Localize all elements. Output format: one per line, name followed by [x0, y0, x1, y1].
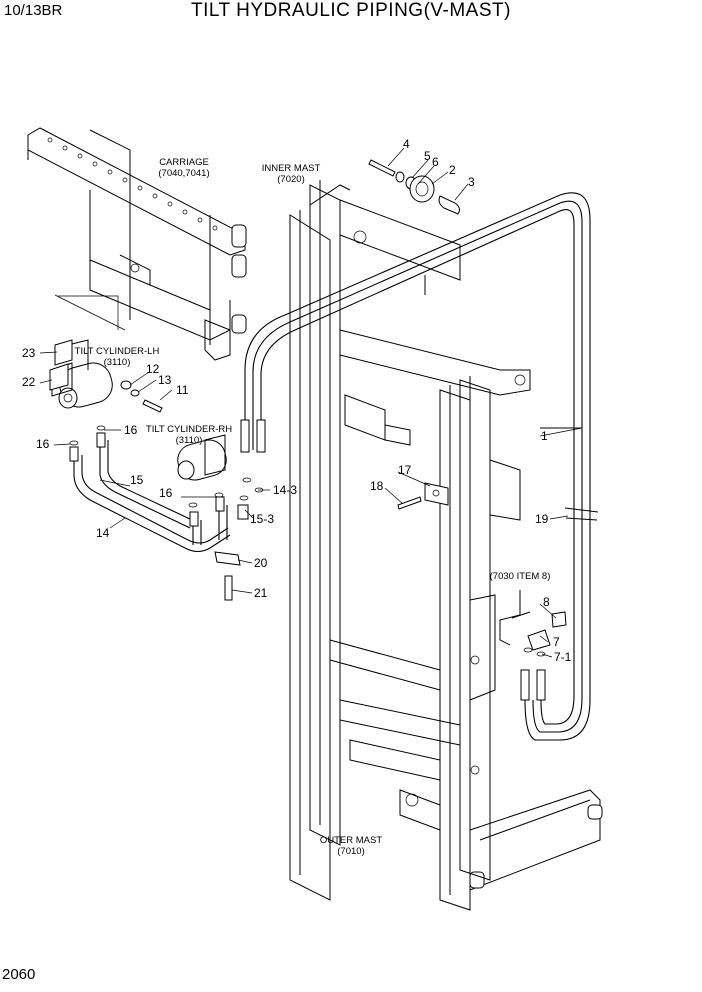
tilt-cylinder-rh [177, 434, 227, 481]
callout-14: 14 [96, 526, 110, 540]
callout-15-3: 15-3 [250, 512, 274, 526]
callout-16b: 16 [124, 423, 138, 437]
callout-16a: 16 [36, 437, 50, 451]
callout-11: 11 [176, 383, 189, 397]
callout-5: 5 [424, 149, 431, 163]
outer-mast-caption: OUTER MAST [320, 835, 382, 846]
hose-assembly-1 [240, 192, 599, 741]
carriage-drawing [27, 127, 247, 361]
callout-15: 15 [130, 473, 144, 487]
tilt-cylinder-lh [51, 339, 113, 409]
callout-6: 6 [432, 155, 439, 169]
small-parts [49, 159, 567, 657]
carriage-caption: CARRIAGE [159, 157, 209, 168]
tilt-lh-ref: (3110) [104, 357, 131, 368]
tilt-rh-ref: (3110) [176, 435, 203, 446]
callout-4: 4 [403, 137, 410, 151]
callout-23: 23 [22, 346, 36, 360]
inner-mast-caption: INNER MAST [262, 163, 321, 174]
leader-lines [39, 147, 583, 658]
callout-20: 20 [254, 556, 268, 570]
callout-21: 21 [254, 586, 268, 600]
part-callouts: 4 5 6 2 3 1 19 17 18 8 7 7-1 20 21 14-3 … [22, 137, 572, 664]
outer-mast-drawing [289, 184, 603, 911]
callout-19: 19 [535, 512, 549, 526]
callout-16c: 16 [159, 486, 173, 500]
callout-22: 22 [22, 375, 36, 389]
model-number: 10/13BR [4, 2, 63, 19]
callout-18: 18 [370, 479, 384, 493]
callout-12: 12 [146, 362, 160, 376]
callout-3: 3 [468, 175, 475, 189]
callout-1: 1 [541, 429, 548, 443]
callout-7-1: 7-1 [554, 650, 572, 664]
callout-17: 17 [398, 463, 412, 477]
callout-8: 8 [543, 595, 550, 609]
carriage-ref: (7040,7041) [158, 168, 209, 179]
item-ref-caption: (7030 ITEM 8) [490, 571, 551, 582]
tilt-pipes [69, 425, 264, 553]
page-number: 2060 [2, 966, 36, 983]
callout-14-3: 14-3 [273, 483, 297, 497]
page-title: TILT HYDRAULIC PIPING(V-MAST) [191, 0, 511, 21]
inner-mast-drawing [309, 180, 531, 881]
callout-13: 13 [158, 373, 172, 387]
tilt-rh-caption: TILT CYLINDER-RH [146, 424, 232, 435]
assembly-captions: CARRIAGE (7040,7041) INNER MAST (7020) O… [75, 157, 551, 857]
callout-2: 2 [449, 163, 456, 177]
tilt-lh-caption: TILT CYLINDER-LH [75, 346, 160, 357]
callout-7: 7 [553, 635, 560, 649]
inner-mast-ref: (7020) [277, 174, 304, 185]
outer-mast-ref: (7010) [337, 846, 364, 857]
